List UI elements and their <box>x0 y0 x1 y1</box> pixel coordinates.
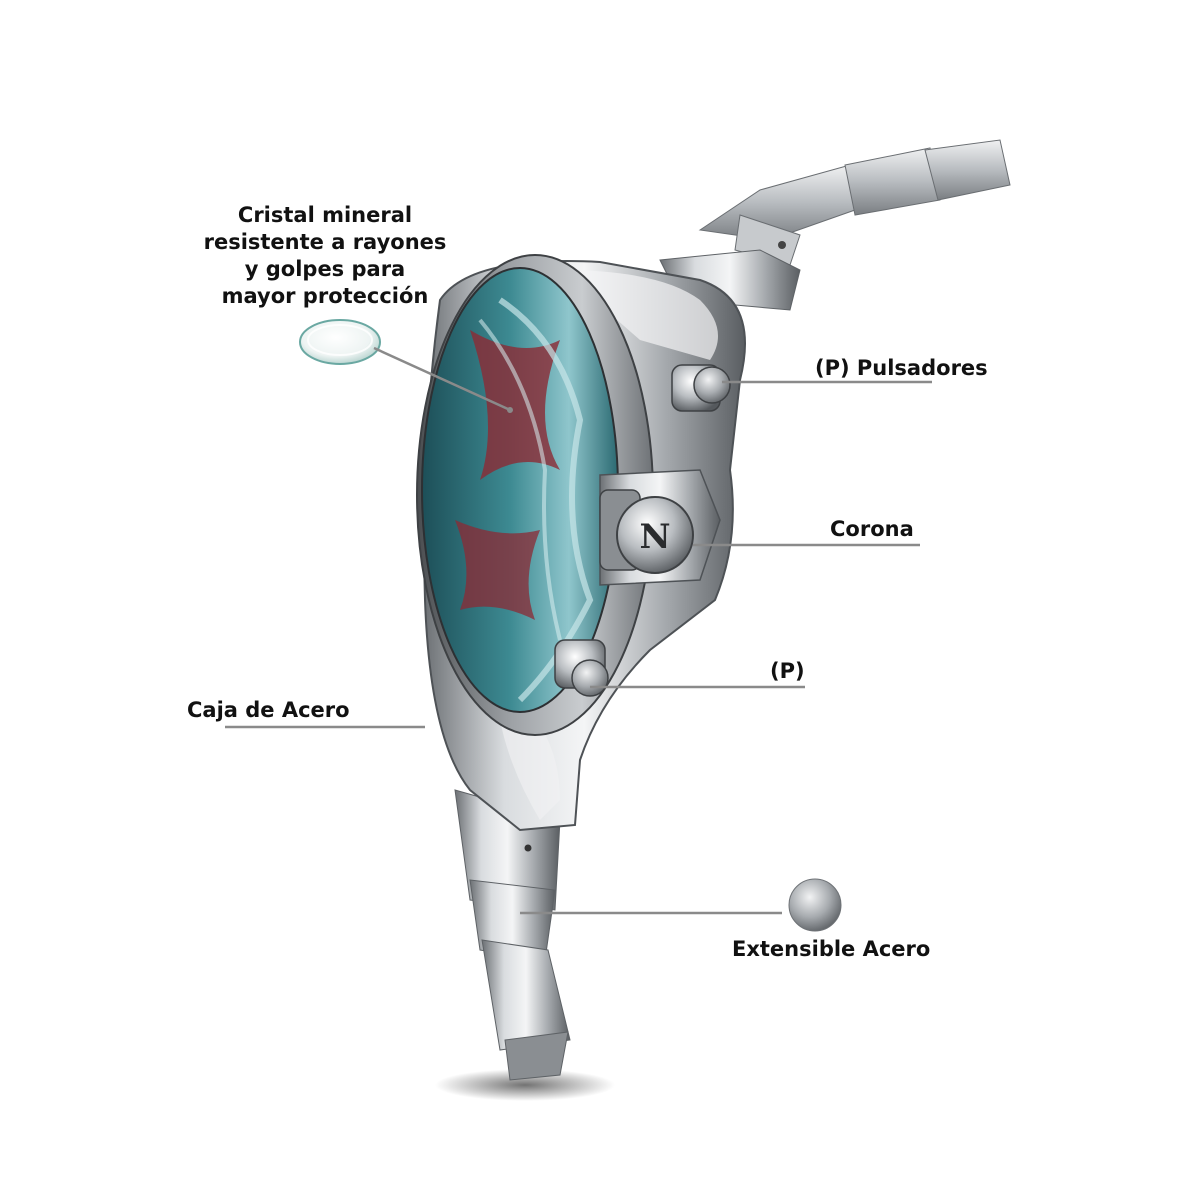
leader-lines <box>225 346 932 915</box>
crystal-label-line: y golpes para <box>244 257 406 281</box>
pushers-label: (P) Pulsadores <box>815 356 988 380</box>
crystal-label-line: mayor protección <box>221 284 429 308</box>
mineral-glass-icon <box>299 319 381 365</box>
crown-label: Corona <box>830 517 914 541</box>
crystal-label-line: Cristal mineral <box>237 203 413 227</box>
case-label: Caja de Acero <box>187 698 350 722</box>
leader-line-crystal <box>373 346 511 412</box>
bracelet-label: Extensible Acero <box>732 937 931 961</box>
crystal-label: Cristal mineral resistente a rayones y g… <box>200 202 450 310</box>
pusher-short-label: (P) <box>770 659 805 683</box>
crystal-label-line: resistente a rayones <box>203 230 447 254</box>
bracelet-lower <box>454 789 571 1081</box>
crown-letter: N <box>639 517 670 557</box>
floor-shadow <box>435 1069 615 1101</box>
crown: N <box>599 489 694 574</box>
bracelet-upper <box>659 139 1011 311</box>
steel-ball-icon <box>788 878 842 932</box>
pusher-top <box>671 364 731 412</box>
